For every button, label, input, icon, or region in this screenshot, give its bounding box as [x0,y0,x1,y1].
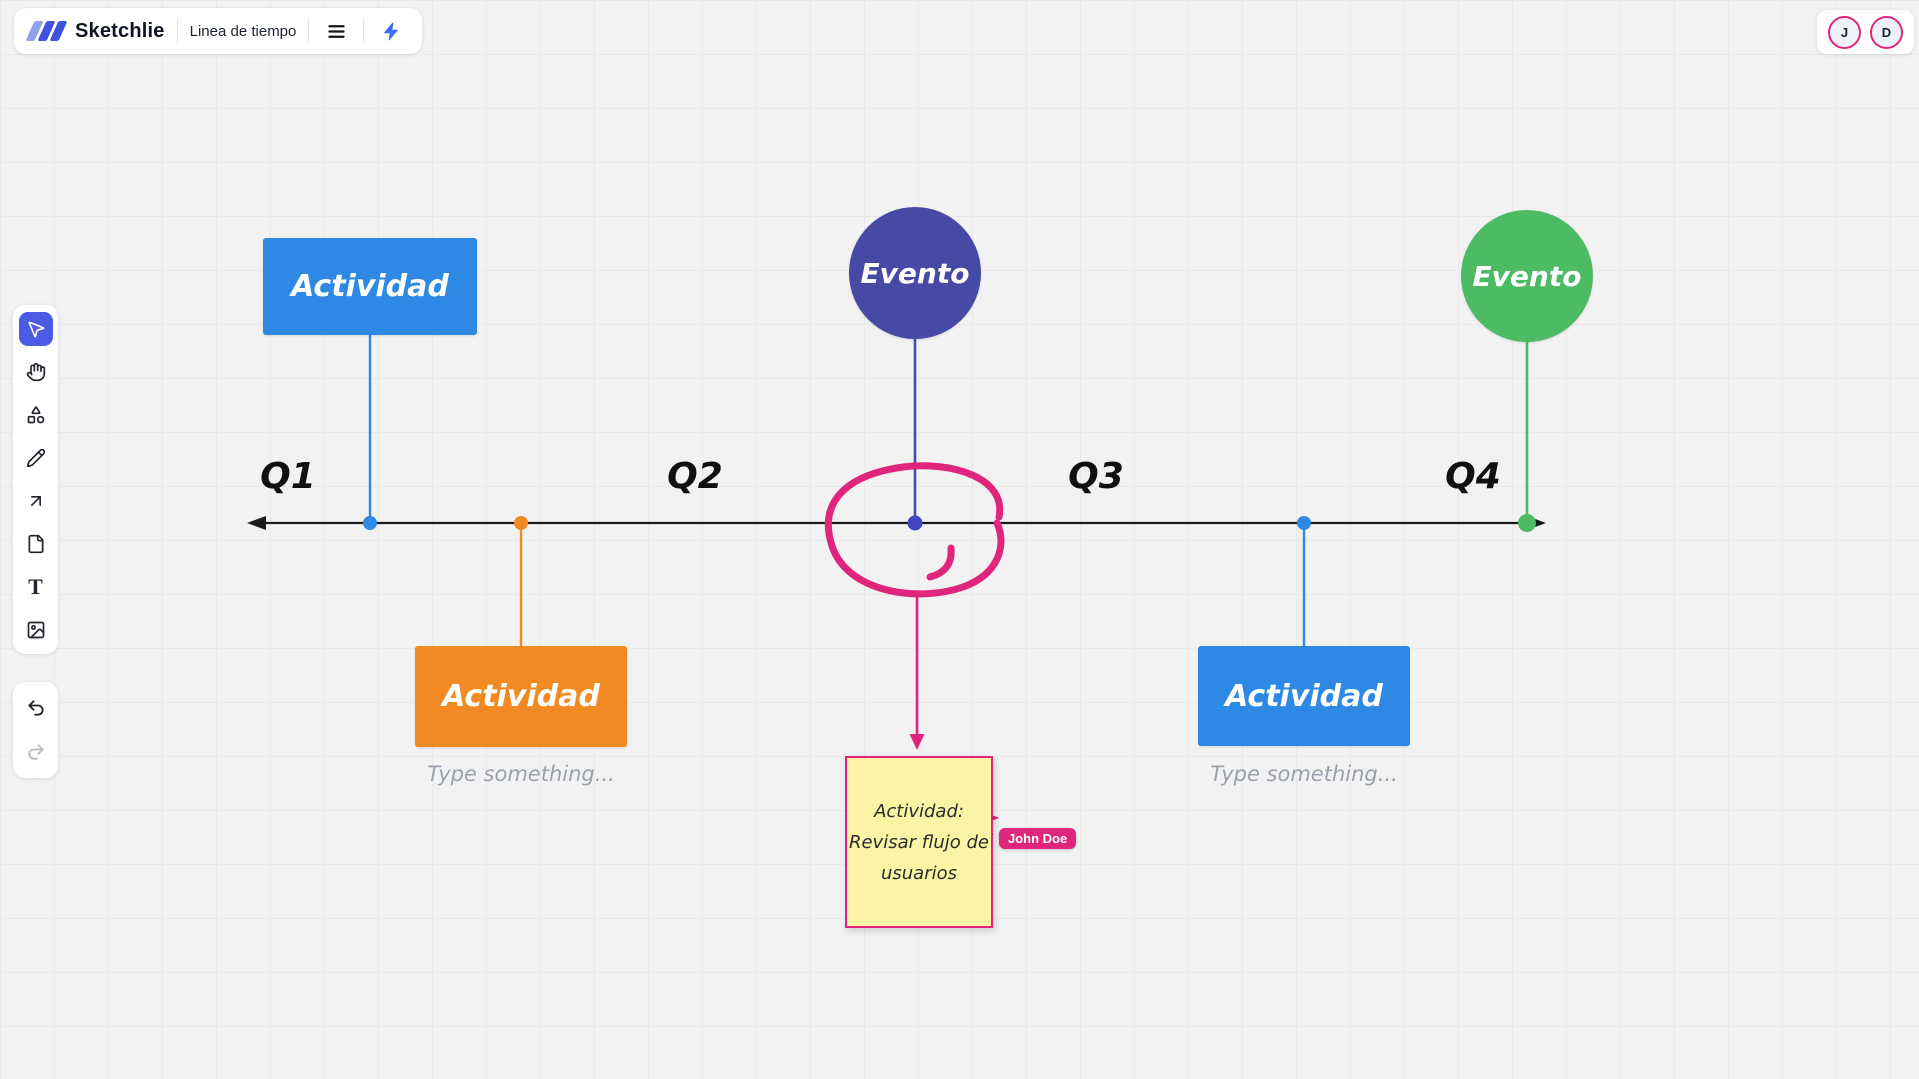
board-title[interactable]: Linea de tiempo [189,22,297,40]
hamburger-menu-icon [328,24,345,38]
remote-cursor-name-badge: John Doe [999,828,1077,849]
hand-icon [26,362,45,382]
redo-icon [27,744,44,760]
event-circle-mid[interactable]: Evento [849,207,981,339]
undo-icon [27,700,44,716]
shapes-tool-button[interactable] [19,398,53,432]
hand-drawn-ellipse[interactable] [824,462,1005,598]
header-divider [363,19,365,43]
quick-actions-button[interactable] [376,16,406,46]
annotation-arrowhead [909,734,925,750]
activity-box-q2[interactable]: Actividad [415,646,627,747]
app-name: Sketchlie [75,19,165,42]
milestone-dot-q2[interactable] [514,516,528,530]
event-circle-mid-label: Evento [860,256,970,290]
milestone-dot-q3[interactable] [1297,516,1311,530]
activity-box-q3-label: Actividad [1225,678,1383,714]
image-tool-button[interactable] [19,613,53,647]
avatar[interactable]: J [1828,15,1861,49]
sticky-note-line-1: Actividad: [874,800,964,822]
pen-tool-button[interactable] [19,441,53,475]
redo-button[interactable] [19,735,53,769]
milestone-dot-q1[interactable] [363,516,377,530]
cursor-icon [28,321,44,338]
sketchlie-logo [25,21,68,41]
arrow-tool-button[interactable] [19,484,53,518]
quarter-label-q3[interactable]: Q3 [1068,456,1124,497]
event-circle-q4[interactable]: Evento [1461,210,1593,342]
placeholder-text-q3[interactable]: Type something... [1210,762,1398,786]
activity-box-q1[interactable]: Actividad [263,238,477,335]
pencil-icon [26,448,45,468]
event-circle-q4-label: Evento [1472,259,1582,293]
note-tool-button[interactable] [19,527,53,561]
milestone-dot-q4[interactable] [1518,514,1536,532]
history-panel [13,682,58,778]
collaborators-panel: J D [1817,10,1914,54]
sticky-note-icon [28,534,44,554]
hand-drawn-ellipse-tail [926,544,955,581]
sticky-note-line-2: Revisar flujo de [848,831,990,853]
arrow-up-right-icon [30,496,41,506]
image-icon [27,621,44,639]
quarter-label-q1[interactable]: Q1 [260,456,316,497]
activity-box-q2-label: Actividad [442,679,600,714]
text-T-icon: T [28,574,43,599]
avatar[interactable]: D [1870,15,1903,49]
activity-box-q1-label: Actividad [291,269,449,304]
milestone-dot-mid[interactable] [907,515,923,531]
sticky-note[interactable]: Actividad: Revisar flujo de usuarios [845,756,993,928]
quarter-label-q2[interactable]: Q2 [667,456,723,497]
pan-tool-button[interactable] [19,355,53,389]
text-tool-button[interactable]: T [19,570,53,604]
tools-toolbar: T [13,305,58,654]
sticky-note-line-3: usuarios [880,862,958,884]
header-divider [308,19,310,43]
menu-button[interactable] [321,16,351,46]
shapes-icon [27,406,44,424]
quarter-label-q4[interactable]: Q4 [1445,456,1501,497]
undo-button[interactable] [19,691,53,725]
timeline-left-arrowhead [247,516,266,530]
placeholder-text-q2[interactable]: Type something... [427,762,615,786]
zap-icon [383,22,398,40]
header-bar: Sketchlie Linea de tiempo [14,8,423,54]
header-divider [176,19,178,43]
activity-box-q3[interactable]: Actividad [1198,646,1410,746]
select-tool-button[interactable] [18,312,53,346]
